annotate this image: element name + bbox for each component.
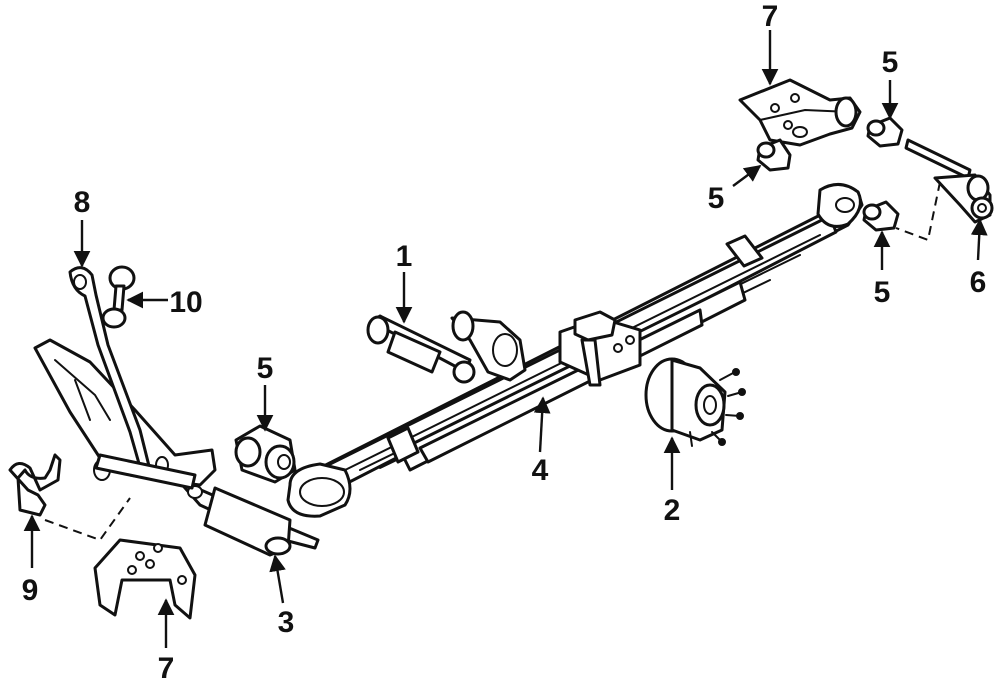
callout-7-top: 7 [762,0,779,33]
rear-bushing-lower [862,200,900,232]
callout-4: 4 [532,454,549,487]
rear-bushing-upper-right [866,116,904,148]
callout-5-rear-bottom: 5 [874,276,891,309]
callout-9: 9 [22,574,39,607]
bar-bushing [8,453,131,542]
shock-absorber [366,310,527,384]
callout-5-rear-top: 5 [882,46,899,79]
callout-10: 10 [169,286,202,319]
callout-2: 2 [664,494,681,527]
rear-hanger-bracket [738,78,862,147]
callout-5-front: 5 [257,352,274,385]
callout-3: 3 [278,606,295,639]
callout-8: 8 [74,186,91,219]
front-shackle-bushing [234,424,297,484]
callout-7-bottom: 7 [158,652,175,685]
rear-shackle [895,138,994,242]
stabilizer-bar [68,266,197,490]
leader-lines [23,30,988,648]
callout-5-rear-left: 5 [708,182,725,215]
rear-bushing-upper-left [756,138,792,172]
callout-1: 1 [396,240,413,273]
stabilizer-link [101,265,136,329]
axle-seat [558,310,642,387]
callout-6: 6 [970,266,987,299]
lower-bracket [93,538,197,620]
wheel-hub [644,357,746,447]
